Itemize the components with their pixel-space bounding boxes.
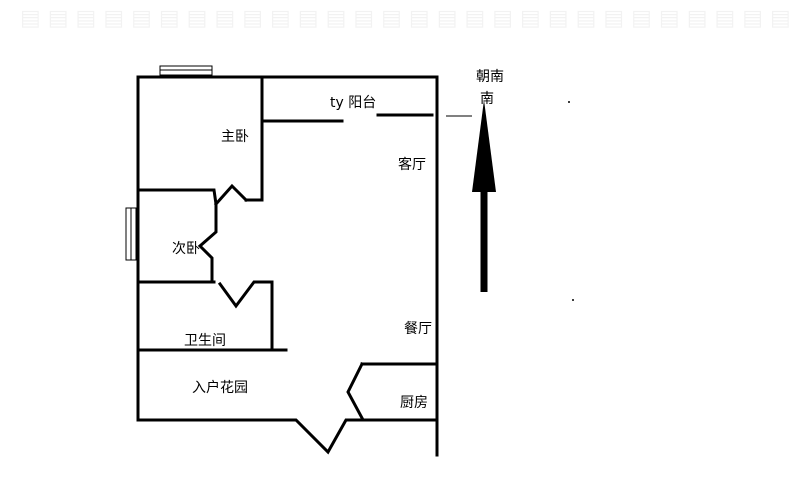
master-bedroom-wall xyxy=(244,75,264,202)
entry-garden-wall xyxy=(136,418,439,455)
room-entry-garden: 入户花园 xyxy=(192,380,248,396)
orientation-label: 朝南 xyxy=(476,69,504,85)
kitchen-door xyxy=(346,361,365,421)
room-bathroom: 卫生间 xyxy=(184,333,226,349)
watermark: ▤ ▤ ▤ ▤ ▤ ▤ ▤ ▤ ▤ ▤ ▤ ▤ ▤ ▤ ▤ ▤ ▤ ▤ ▤ ▤ … xyxy=(20,6,797,31)
second-bedroom-wall xyxy=(136,188,218,284)
room-second-bedroom: 次卧 xyxy=(172,241,200,257)
room-balcony: ty 阳台 xyxy=(330,95,377,111)
direction-arrow-head xyxy=(472,100,496,192)
master-door xyxy=(213,183,249,207)
room-master-bedroom: 主卧 xyxy=(221,129,249,145)
orientation-label-south: 南 xyxy=(480,91,494,107)
bathroom-door xyxy=(217,280,274,352)
room-living-room: 客厅 xyxy=(398,157,426,173)
room-dining-room: 餐厅 xyxy=(404,321,432,337)
room-kitchen: 厨房 xyxy=(400,395,428,411)
